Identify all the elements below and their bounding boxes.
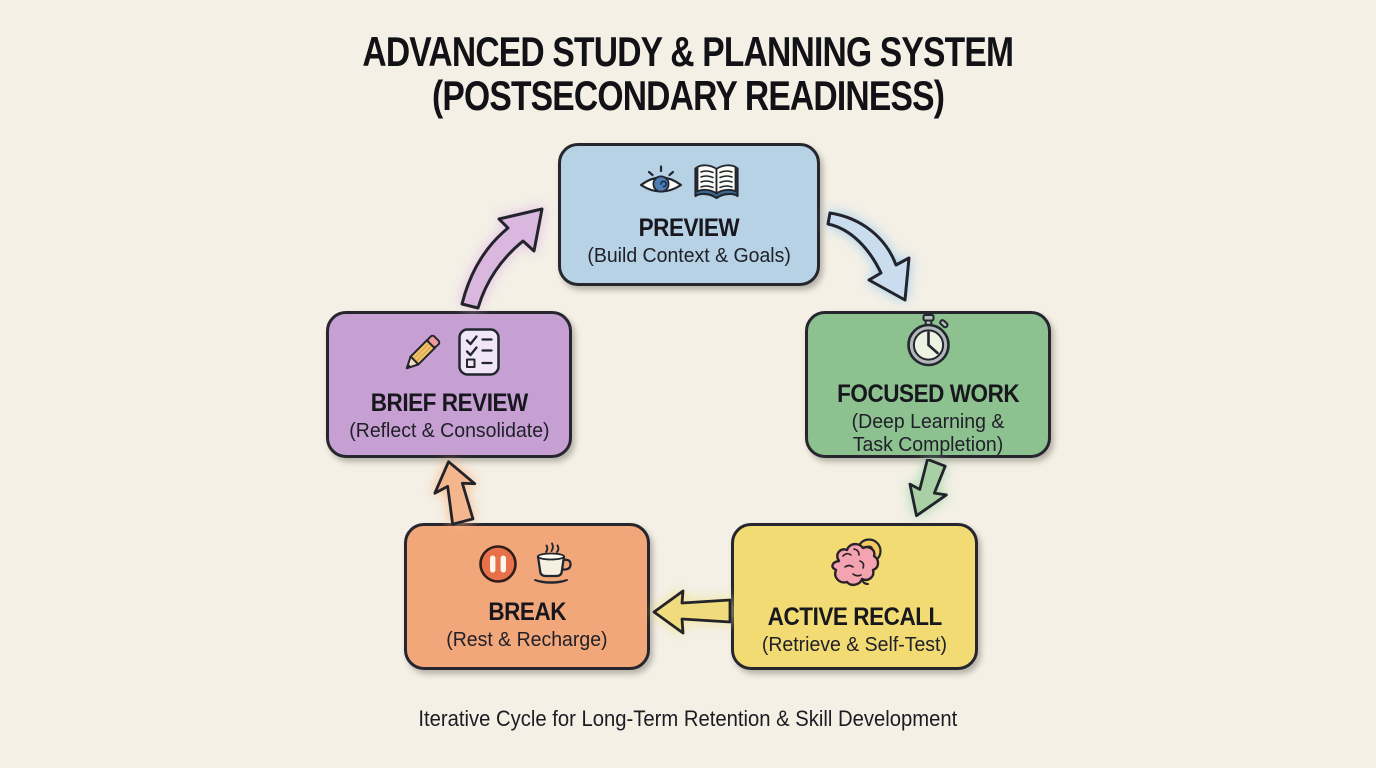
diagram-title: ADVANCED STUDY & PLANNING SYSTEM (POSTSE…	[0, 30, 1376, 117]
active-recall-icon-row: ?	[825, 537, 885, 596]
brief-review-title: BRIEF REVIEW	[370, 388, 528, 417]
preview-icon-row	[638, 162, 740, 207]
arrow-focused-work-to-active-recall	[896, 457, 960, 528]
break-subtitle: (Rest & Recharge)	[446, 627, 608, 651]
pencil-icon	[398, 327, 448, 382]
cycle-node-active-recall: ? ACTIVE RECALL (Retrieve & Self-Test)	[731, 523, 978, 670]
arrow-active-recall-to-break	[651, 586, 733, 643]
arrow-brief-review-to-preview	[450, 200, 560, 317]
focused-work-icon-row	[904, 313, 953, 373]
focused-work-subtitle: (Deep Learning & Task Completion)	[851, 409, 1005, 456]
cycle-node-preview: PREVIEW (Build Context & Goals)	[558, 143, 820, 286]
open-book-icon	[693, 162, 740, 207]
pause-icon	[477, 543, 519, 590]
focused-work-title: FOCUSED WORK	[836, 379, 1020, 408]
brain-question-icon: ?	[825, 537, 885, 596]
preview-subtitle: (Build Context & Goals)	[587, 243, 791, 267]
active-recall-subtitle: (Retrieve & Self-Test)	[761, 632, 948, 656]
brief-review-icon-row	[398, 327, 501, 382]
diagram-caption: Iterative Cycle for Long-Term Retention …	[0, 706, 1376, 732]
diagram-title-line2: (POSTSECONDARY READINESS)	[431, 71, 945, 119]
cycle-node-brief-review: BRIEF REVIEW (Reflect & Consolidate)	[326, 311, 572, 458]
stopwatch-icon	[904, 313, 953, 373]
cycle-node-focused-work: FOCUSED WORK (Deep Learning & Task Compl…	[805, 311, 1051, 458]
preview-title: PREVIEW	[638, 213, 740, 242]
eye-icon	[638, 163, 684, 205]
coffee-cup-icon	[528, 542, 578, 591]
cycle-node-break: BREAK (Rest & Recharge)	[404, 523, 650, 670]
diagram-caption-text: Iterative Cycle for Long-Term Retention …	[418, 706, 958, 731]
break-icon-row	[477, 542, 578, 591]
break-title: BREAK	[488, 597, 566, 626]
active-recall-title: ACTIVE RECALL	[767, 602, 942, 631]
diagram-title-line1: ADVANCED STUDY & PLANNING SYSTEM	[362, 28, 1015, 75]
arrow-preview-to-focused-work	[824, 208, 928, 313]
checklist-icon	[457, 327, 501, 382]
arrow-break-to-brief-review	[426, 458, 484, 531]
brief-review-subtitle: (Reflect & Consolidate)	[348, 418, 550, 442]
